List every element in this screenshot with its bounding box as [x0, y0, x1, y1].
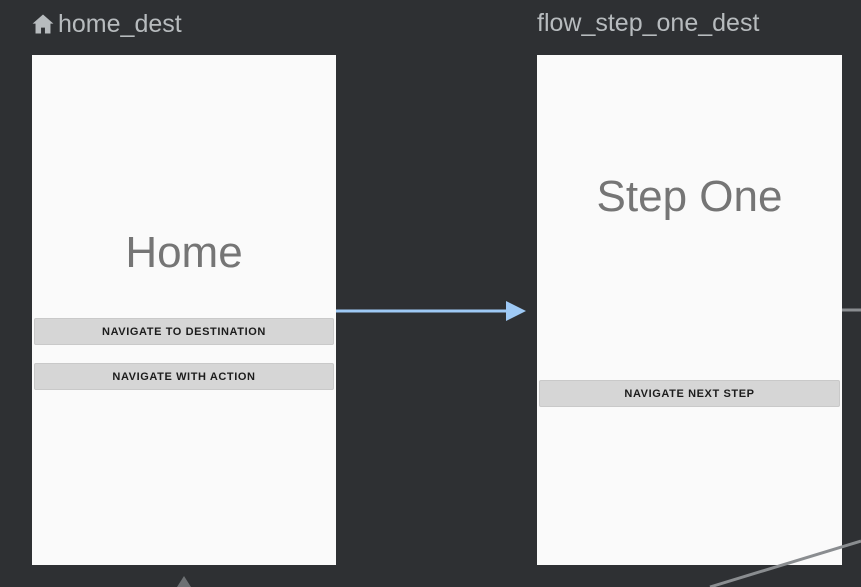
edge-diagonal-offscreen-bottom — [709, 539, 861, 587]
edge-stub-offscreen-right — [842, 308, 861, 312]
destination-header-home-dest[interactable]: home_dest — [30, 11, 182, 37]
edge-home-to-flow-step-one[interactable] — [330, 296, 530, 326]
destination-header-label-flow-step-one-dest: flow_step_one_dest — [537, 9, 760, 37]
screen-title-step-one: Step One — [596, 172, 783, 221]
destination-header-label-home-dest: home_dest — [58, 9, 182, 38]
destination-header-flow-step-one-dest[interactable]: flow_step_one_dest — [537, 11, 759, 36]
edge-arrowhead-offscreen-bottom — [177, 576, 191, 587]
screen-title-home: Home — [125, 228, 243, 277]
navigate-to-destination-button[interactable]: NAVIGATE TO DESTINATION — [34, 318, 334, 345]
navigate-next-step-button[interactable]: NAVIGATE NEXT STEP — [539, 380, 840, 407]
navigate-with-action-button[interactable]: NAVIGATE WITH ACTION — [34, 363, 334, 390]
destination-card-home-dest[interactable]: Home NAVIGATE TO DESTINATION NAVIGATE WI… — [32, 55, 336, 565]
destination-card-flow-step-one-dest[interactable]: Step One NAVIGATE NEXT STEP — [537, 55, 842, 565]
home-icon — [32, 14, 54, 34]
